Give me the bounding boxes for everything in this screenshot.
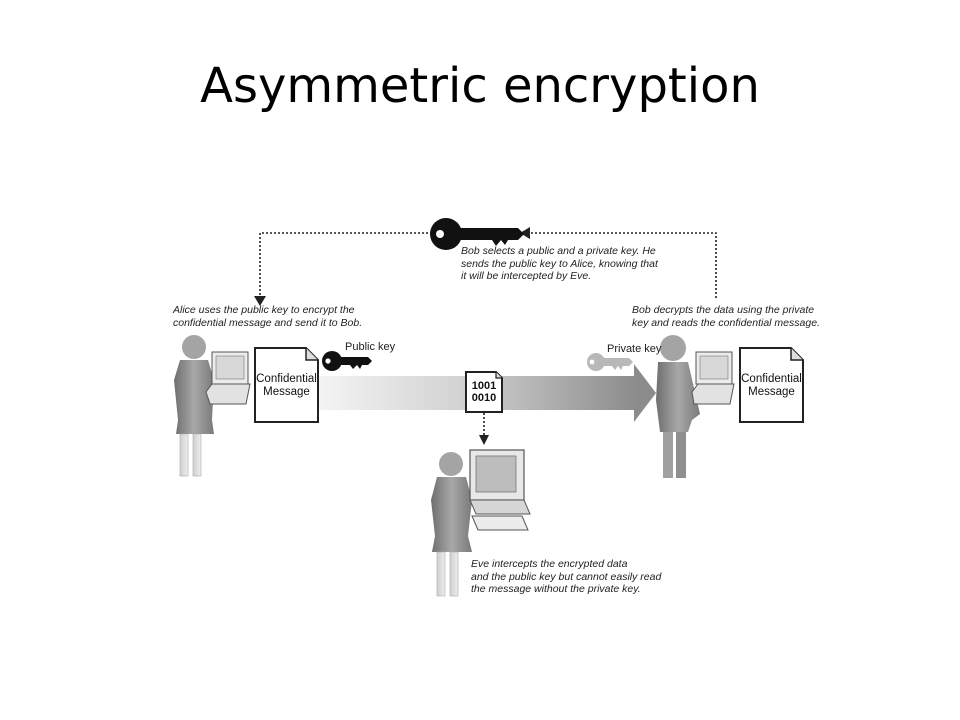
bob-decrypts-caption: Bob decrypts the data using the private …	[632, 304, 820, 329]
bob-document-text: Confidential Message	[741, 373, 802, 398]
bob-selects-caption: Bob selects a public and a private key. …	[461, 245, 658, 282]
eve-intercepts-caption: Eve intercepts the encrypted data and th…	[471, 558, 662, 595]
alice-uses-caption: Alice uses the public key to encrypt the…	[173, 304, 363, 329]
encrypted-data-text: 1001 0010	[471, 380, 497, 404]
alice-document-icon	[254, 347, 319, 423]
eve-person-icon	[431, 452, 472, 597]
public-key-icon	[322, 351, 372, 371]
bob-laptop-icon	[691, 351, 735, 405]
bob-person-icon	[656, 335, 700, 478]
alice-person-icon	[174, 335, 214, 477]
eve-computer-icon	[469, 449, 531, 531]
bob-document-icon	[739, 347, 804, 423]
encrypted-document-icon	[465, 371, 503, 413]
alice-document-text: Confidential Message	[256, 373, 317, 398]
private-key-label: Private key	[607, 343, 662, 355]
public-key-label: Public key	[345, 341, 396, 353]
slide-title: Asymmetric encryption	[200, 58, 760, 114]
alice-laptop-icon	[205, 351, 251, 405]
key-distribution-path	[254, 227, 717, 306]
intercept-arrow	[479, 413, 489, 445]
key-icon	[430, 218, 524, 250]
private-key-icon	[587, 353, 633, 371]
